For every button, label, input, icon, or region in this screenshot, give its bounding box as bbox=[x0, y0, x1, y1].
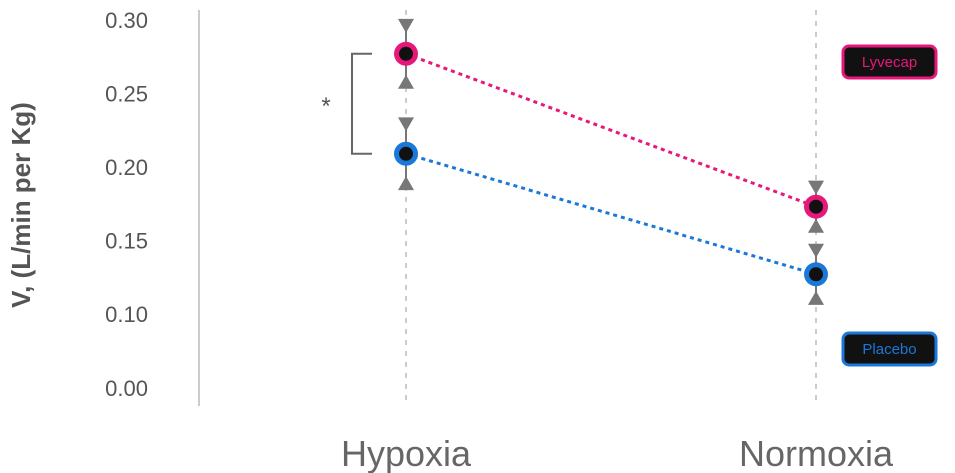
error-bar-cap bbox=[808, 290, 824, 305]
x-tick-labels: Hypoxia Normoxia bbox=[341, 433, 894, 473]
y-axis: 0.30 0.25 0.20 0.15 0.10 0.00 bbox=[105, 8, 200, 406]
data-point-center bbox=[399, 146, 413, 161]
y-tick-label: 0.00 bbox=[105, 376, 148, 401]
x-tick-label: Hypoxia bbox=[341, 433, 472, 473]
data-point-center bbox=[809, 199, 823, 214]
significance-marker: * bbox=[321, 93, 330, 120]
error-bar-cap bbox=[808, 218, 824, 233]
series-line bbox=[405, 152, 817, 276]
data-point-center bbox=[399, 46, 413, 61]
y-tick-label: 0.15 bbox=[105, 229, 148, 254]
legend-label: Placebo bbox=[862, 341, 916, 358]
x-guides bbox=[405, 10, 817, 406]
series-line bbox=[405, 52, 817, 209]
legend-label: Lyvecap bbox=[862, 54, 917, 71]
error-bar-cap bbox=[398, 117, 414, 132]
y-axis-label: V, (L/min per Kg) bbox=[6, 102, 36, 308]
y-tick-label: 0.30 bbox=[105, 8, 148, 33]
y-tick-label: 0.10 bbox=[105, 302, 148, 327]
data-point-center bbox=[809, 267, 823, 282]
data-points bbox=[394, 41, 828, 287]
significance-bracket: * bbox=[321, 52, 372, 155]
error-bar-cap bbox=[398, 74, 414, 89]
x-tick-label: Normoxia bbox=[739, 433, 894, 473]
error-bar-cap bbox=[808, 243, 824, 258]
series-lines bbox=[405, 52, 817, 276]
legend-box bbox=[841, 44, 938, 80]
error-bar-cap bbox=[398, 18, 414, 33]
y-tick-label: 0.20 bbox=[105, 155, 148, 180]
y-tick-label: 0.25 bbox=[105, 82, 148, 107]
error-bars bbox=[398, 18, 824, 305]
legend-box bbox=[841, 331, 938, 367]
error-bar-cap bbox=[808, 180, 824, 195]
error-bar-cap bbox=[398, 176, 414, 191]
significance-bracket-line bbox=[351, 52, 372, 155]
